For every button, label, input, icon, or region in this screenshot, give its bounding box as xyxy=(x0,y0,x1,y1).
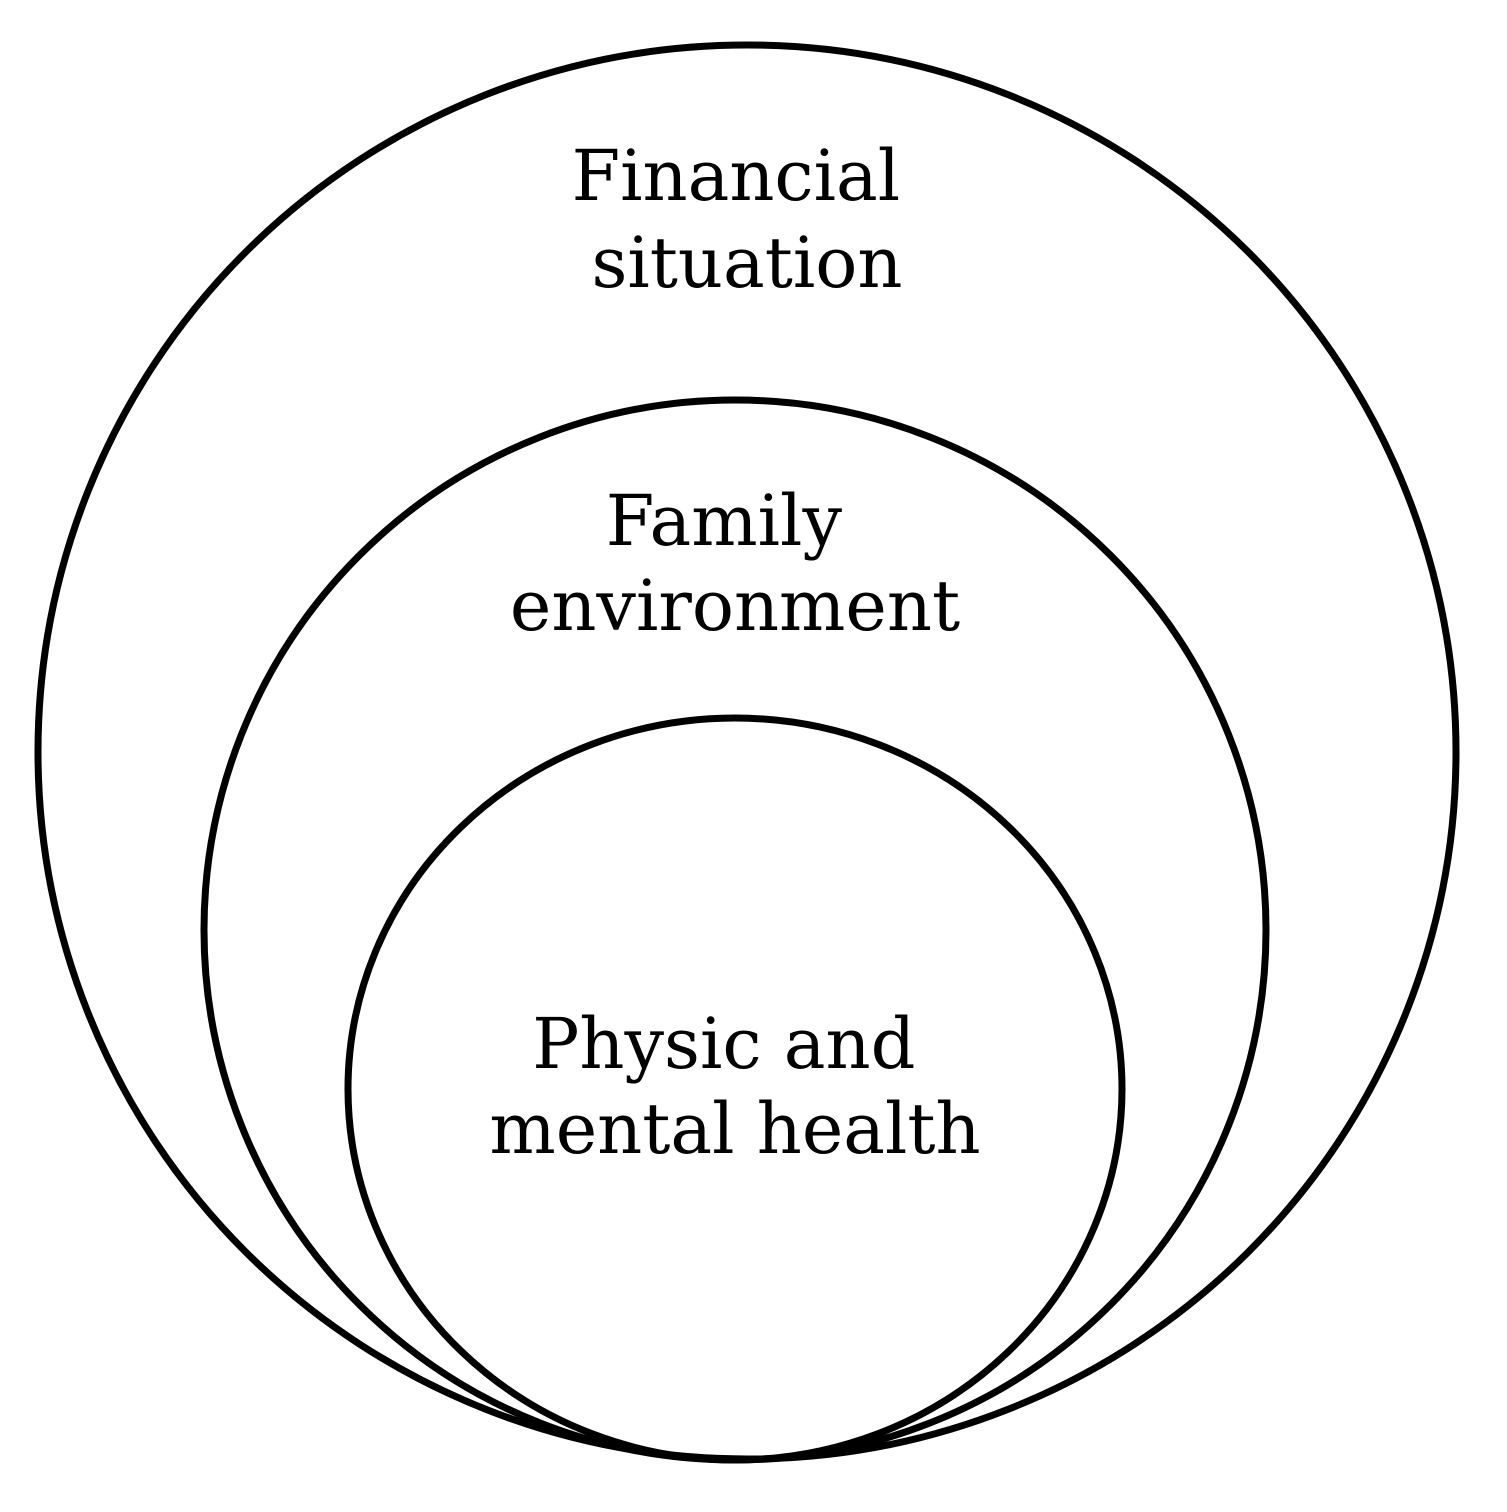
inner-layer: Physic and mental health xyxy=(344,714,1126,1464)
inner-circle xyxy=(344,714,1126,1464)
middle-label: Family environment xyxy=(510,480,960,647)
outer-label-line1: Financial xyxy=(572,135,901,217)
middle-label-line2: environment xyxy=(510,565,960,647)
inner-label-line2: mental health xyxy=(489,1088,980,1170)
inner-label: Physic and mental health xyxy=(489,1003,980,1170)
inner-label-line1: Physic and xyxy=(532,1003,915,1085)
outer-label: Financial situation xyxy=(572,135,923,304)
middle-label-line1: Family xyxy=(606,480,843,562)
middle-layer: Family environment xyxy=(200,396,1270,1464)
outer-layer: Financial situation xyxy=(34,41,1460,1463)
outer-label-line2: situation xyxy=(591,222,902,304)
